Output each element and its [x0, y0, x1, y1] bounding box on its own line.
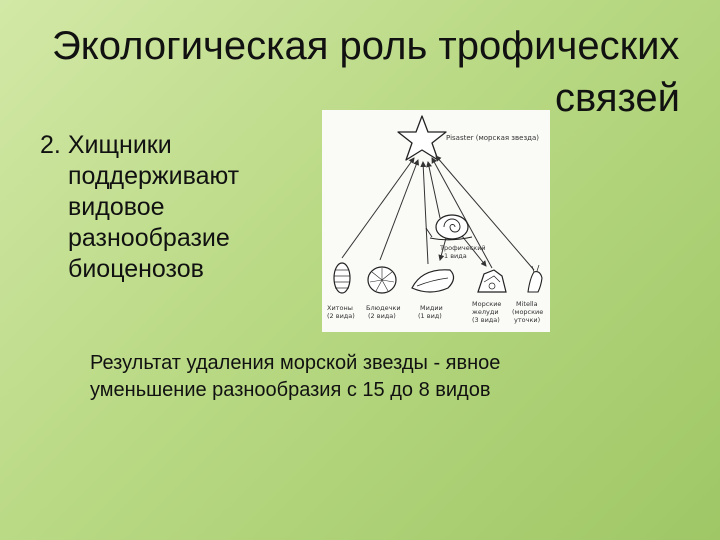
- result-line-1: Результат удаления морской звезды - явно…: [90, 352, 501, 374]
- snail-icon: [425, 214, 473, 241]
- link-barnacles: [431, 157, 493, 269]
- mussel-label-2: (1 вид): [418, 312, 442, 320]
- link-mitella: [435, 155, 535, 271]
- starfish-icon: [397, 115, 447, 161]
- barnacle-label-3: (3 вида): [472, 316, 500, 324]
- point-first-word: Хищники: [67, 131, 172, 159]
- link-snail: [426, 161, 441, 219]
- mitella-label-2: (морские: [512, 308, 543, 316]
- food-links: [341, 155, 535, 271]
- predators-point: 2. Хищники поддерживают видовое разнообр…: [40, 130, 290, 285]
- mitella-label-1: Mitella: [516, 300, 538, 308]
- snail-label-1: Трофический: [439, 244, 486, 252]
- barnacle-label-1: Морские: [472, 300, 501, 308]
- mussel-label-1: Мидии: [420, 304, 443, 312]
- link-limpets: [379, 159, 420, 261]
- point-first-line: 2. Хищники: [40, 130, 290, 161]
- point-line: биоценозов: [68, 255, 204, 283]
- link-snail-barnacles: [461, 235, 487, 267]
- limpet-icon: [367, 266, 397, 294]
- mitella-icon: [527, 264, 543, 293]
- barnacle-label-2: желуди: [472, 308, 499, 316]
- mitella-label-3: уточки): [514, 316, 540, 324]
- title-line-2: связей: [555, 76, 680, 120]
- barnacle-icon: [477, 269, 507, 293]
- predator-label: Pisaster (морская звезда): [446, 134, 539, 142]
- food-web-svg: Pisaster (морская звезда) Трофический 1 …: [327, 115, 543, 324]
- mussel-icon: [411, 269, 455, 293]
- food-web-diagram: Pisaster (морская звезда) Трофический 1 …: [322, 110, 550, 332]
- title-line-1: Экологическая роль трофических: [52, 24, 680, 68]
- point-line: поддерживают: [68, 162, 240, 190]
- result-line-2: уменьшение разнообразия с 15 до 8 видов: [90, 379, 491, 401]
- slide-title: Экологическая роль трофических связей: [40, 20, 680, 124]
- link-chitons: [341, 157, 415, 259]
- limpet-label-2: (2 вида): [368, 312, 396, 320]
- point-number: 2.: [40, 131, 61, 159]
- snail-label-2: 1 вида: [444, 252, 467, 260]
- point-line: видовое: [68, 193, 165, 221]
- chiton-icon: [333, 262, 351, 294]
- link-mussels: [420, 161, 429, 265]
- link-snail-mussels: [438, 237, 447, 261]
- chiton-label-1: Хитоны: [327, 304, 353, 312]
- chiton-label-2: (2 вида): [327, 312, 355, 320]
- result-text: Результат удаления морской звезды - явно…: [90, 350, 650, 404]
- point-line: разнообразие: [68, 224, 230, 252]
- prey-labels: Хитоны (2 вида) Блюдечки (2 вида) Мидии …: [327, 300, 543, 324]
- limpet-label-1: Блюдечки: [366, 304, 401, 312]
